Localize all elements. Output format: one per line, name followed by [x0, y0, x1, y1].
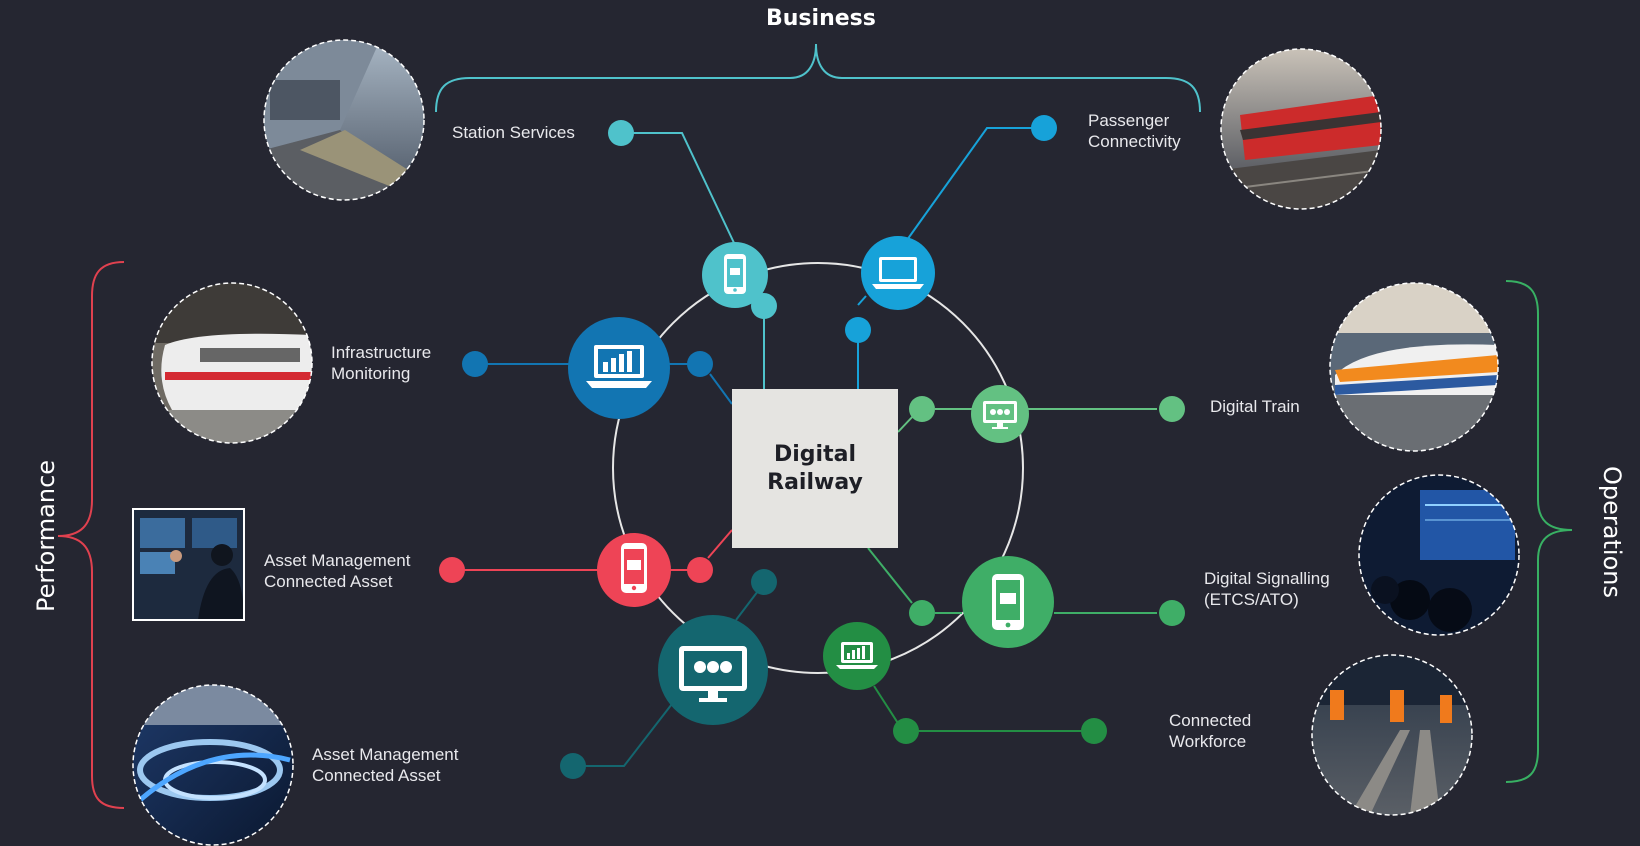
digital-railway-center: Digital Railway [732, 389, 898, 548]
business-title: Business [766, 6, 876, 31]
connected-workforce-node [823, 622, 891, 690]
infrastructure-monitoring-node [568, 317, 670, 419]
orange-train-photo [1330, 283, 1498, 451]
monitor-icon [679, 646, 747, 702]
asset-management-label-2: Asset Management Connected Asset [312, 745, 459, 785]
smartphone-icon [621, 543, 647, 593]
station-services-label: Station Services [452, 123, 575, 142]
control-room-photo [132, 508, 245, 621]
smartphone-icon [724, 254, 746, 294]
asset-management-1-node [597, 533, 671, 607]
monitor-icon [983, 401, 1017, 429]
asset-management-2-node [658, 615, 768, 725]
performance-brace [57, 261, 125, 809]
laptop-chart-icon [836, 642, 878, 669]
signalling-control-photo [1359, 475, 1519, 635]
operations-title: Operations [1597, 466, 1626, 598]
center-title: Digital Railway [767, 441, 863, 495]
connected-workforce-label: Connected Workforce [1169, 711, 1252, 751]
central-ring [612, 262, 1024, 674]
digital-signalling-node [962, 556, 1054, 648]
infrastructure-monitoring-label: Infrastructure Monitoring [331, 343, 432, 383]
digital-train-node [971, 385, 1029, 443]
laptop-chart-icon [586, 345, 652, 388]
laptop-icon [872, 257, 924, 289]
performance-title: Performance [32, 459, 61, 613]
digital-signalling-label: Digital Signalling (ETCS/ATO) [1204, 569, 1330, 609]
high-speed-train-station-photo [152, 283, 312, 443]
passenger-connectivity-node [861, 236, 935, 310]
passenger-connectivity-label: Passenger Connectivity [1088, 111, 1181, 151]
smartphone-icon [992, 574, 1024, 630]
operations-brace [1505, 280, 1573, 783]
digital-train-label: Digital Train [1210, 397, 1300, 416]
asset-management-label-1: Asset Management Connected Asset [264, 551, 411, 591]
red-train-photo [1221, 49, 1381, 209]
station-services-node [702, 242, 768, 308]
business-brace [435, 43, 1201, 113]
